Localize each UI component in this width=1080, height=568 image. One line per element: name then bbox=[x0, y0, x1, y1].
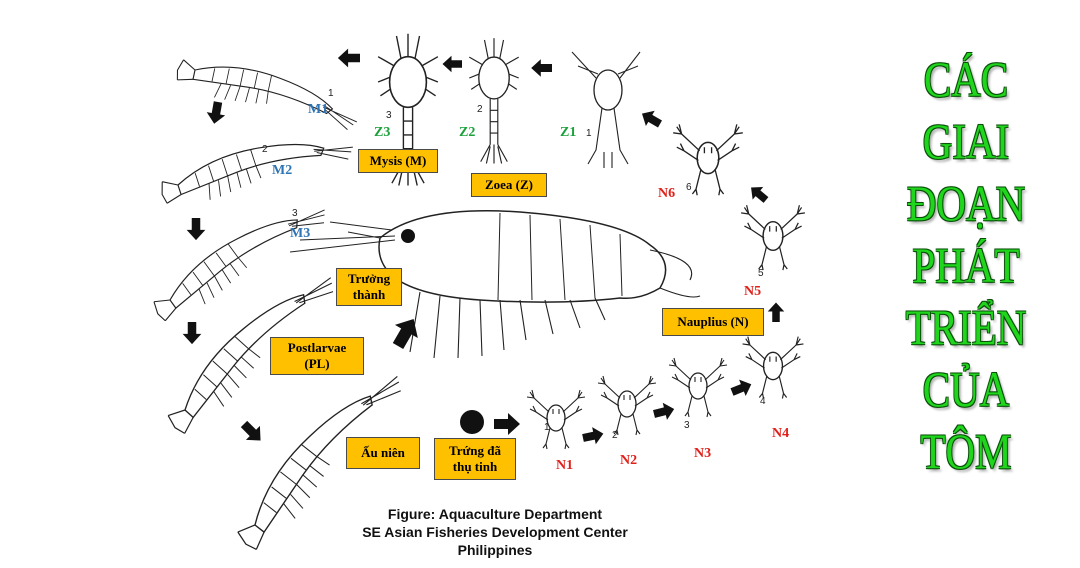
label-n1: N1 bbox=[556, 458, 574, 473]
title-line: GIAI bbox=[922, 113, 1010, 169]
label-n6: N6 bbox=[658, 186, 676, 201]
title-line: TRIỂN bbox=[905, 299, 1027, 355]
box-postlarvae: Postlarvae (PL) bbox=[270, 337, 364, 375]
m1-number: 1 bbox=[328, 88, 334, 99]
adult-shrimp-drawing bbox=[289, 210, 701, 359]
label-m1: M1 bbox=[308, 102, 329, 117]
credit-line1: Figure: Aquaculture Department bbox=[387, 506, 603, 522]
nauplius-n4-drawing bbox=[741, 335, 805, 400]
label-z3: Z3 bbox=[374, 125, 391, 140]
zoea-z1-drawing bbox=[571, 51, 641, 168]
label-n4: N4 bbox=[772, 426, 790, 441]
label-n2: N2 bbox=[620, 453, 638, 468]
mysis-m2-drawing bbox=[156, 117, 357, 218]
z2-number: 2 bbox=[477, 104, 483, 115]
title-line: CỦA bbox=[922, 361, 1010, 417]
box-postlarvae-line1: Postlarvae bbox=[287, 340, 347, 355]
box-egg-line2: thụ tinh bbox=[452, 459, 498, 474]
fertilized-egg-drawing bbox=[460, 410, 484, 434]
box-juvenile: Ấu niên bbox=[346, 437, 420, 469]
title-line: TÔM bbox=[920, 423, 1012, 479]
credit-line3: Philippines bbox=[457, 542, 533, 558]
n4-number: 4 bbox=[760, 396, 766, 407]
z3-number: 3 bbox=[386, 110, 392, 121]
m3-number: 3 bbox=[292, 208, 298, 219]
box-zoea: Zoea (Z) bbox=[471, 173, 547, 197]
figure-credit: Figure: Aquaculture Department SE Asian … bbox=[300, 505, 690, 559]
n2-number: 2 bbox=[612, 430, 618, 441]
n6-number: 6 bbox=[686, 182, 692, 193]
m2-number: 2 bbox=[262, 144, 268, 155]
label-z1: Z1 bbox=[560, 125, 577, 140]
n1-number: 1 bbox=[544, 422, 550, 433]
mysis-m1-drawing bbox=[172, 54, 364, 132]
box-egg-line1: Trứng đã bbox=[449, 443, 501, 458]
label-m2: M2 bbox=[272, 163, 293, 178]
box-fertilized-egg: Trứng đã thụ tinh bbox=[434, 438, 516, 480]
mysis-m3-drawing bbox=[147, 184, 332, 334]
box-mysis: Mysis (M) bbox=[358, 149, 438, 173]
title-shrimp-development-stages: CÁC GIAI ĐOẠN PHÁT TRIỂN CỦA TÔM bbox=[866, 48, 1066, 482]
label-m3: M3 bbox=[290, 226, 311, 241]
nauplius-n1-drawing bbox=[526, 389, 586, 450]
nauplius-n5-drawing bbox=[740, 204, 806, 271]
box-adult-line1: Trưởng bbox=[347, 271, 391, 286]
z1-number: 1 bbox=[586, 128, 592, 139]
nauplius-n6-drawing bbox=[672, 123, 744, 196]
label-n5: N5 bbox=[744, 284, 762, 299]
n5-number: 5 bbox=[758, 268, 764, 279]
title-line: PHÁT bbox=[912, 237, 1020, 293]
box-adult-line2: thành bbox=[352, 287, 386, 302]
n3-number: 3 bbox=[684, 420, 690, 431]
label-z2: Z2 bbox=[459, 125, 476, 140]
nauplius-n2-drawing bbox=[597, 375, 657, 436]
box-mysis-text: Mysis (M) bbox=[369, 153, 427, 168]
box-zoea-text: Zoea (Z) bbox=[484, 177, 534, 192]
title-line: CÁC bbox=[923, 51, 1009, 107]
zoea-z2-drawing bbox=[468, 37, 520, 165]
credit-line2: SE Asian Fisheries Development Center bbox=[362, 524, 628, 540]
cycle-arrows bbox=[182, 48, 785, 448]
box-juvenile-text: Ấu niên bbox=[361, 445, 405, 460]
nauplius-n3-drawing bbox=[668, 357, 728, 418]
title-line: ĐOẠN bbox=[906, 175, 1026, 231]
box-nauplius: Nauplius (N) bbox=[662, 308, 764, 336]
label-n3: N3 bbox=[694, 446, 712, 461]
box-adult: Trưởng thành bbox=[336, 268, 402, 306]
box-nauplius-text: Nauplius (N) bbox=[677, 314, 749, 329]
box-postlarvae-line2: (PL) bbox=[304, 356, 330, 371]
